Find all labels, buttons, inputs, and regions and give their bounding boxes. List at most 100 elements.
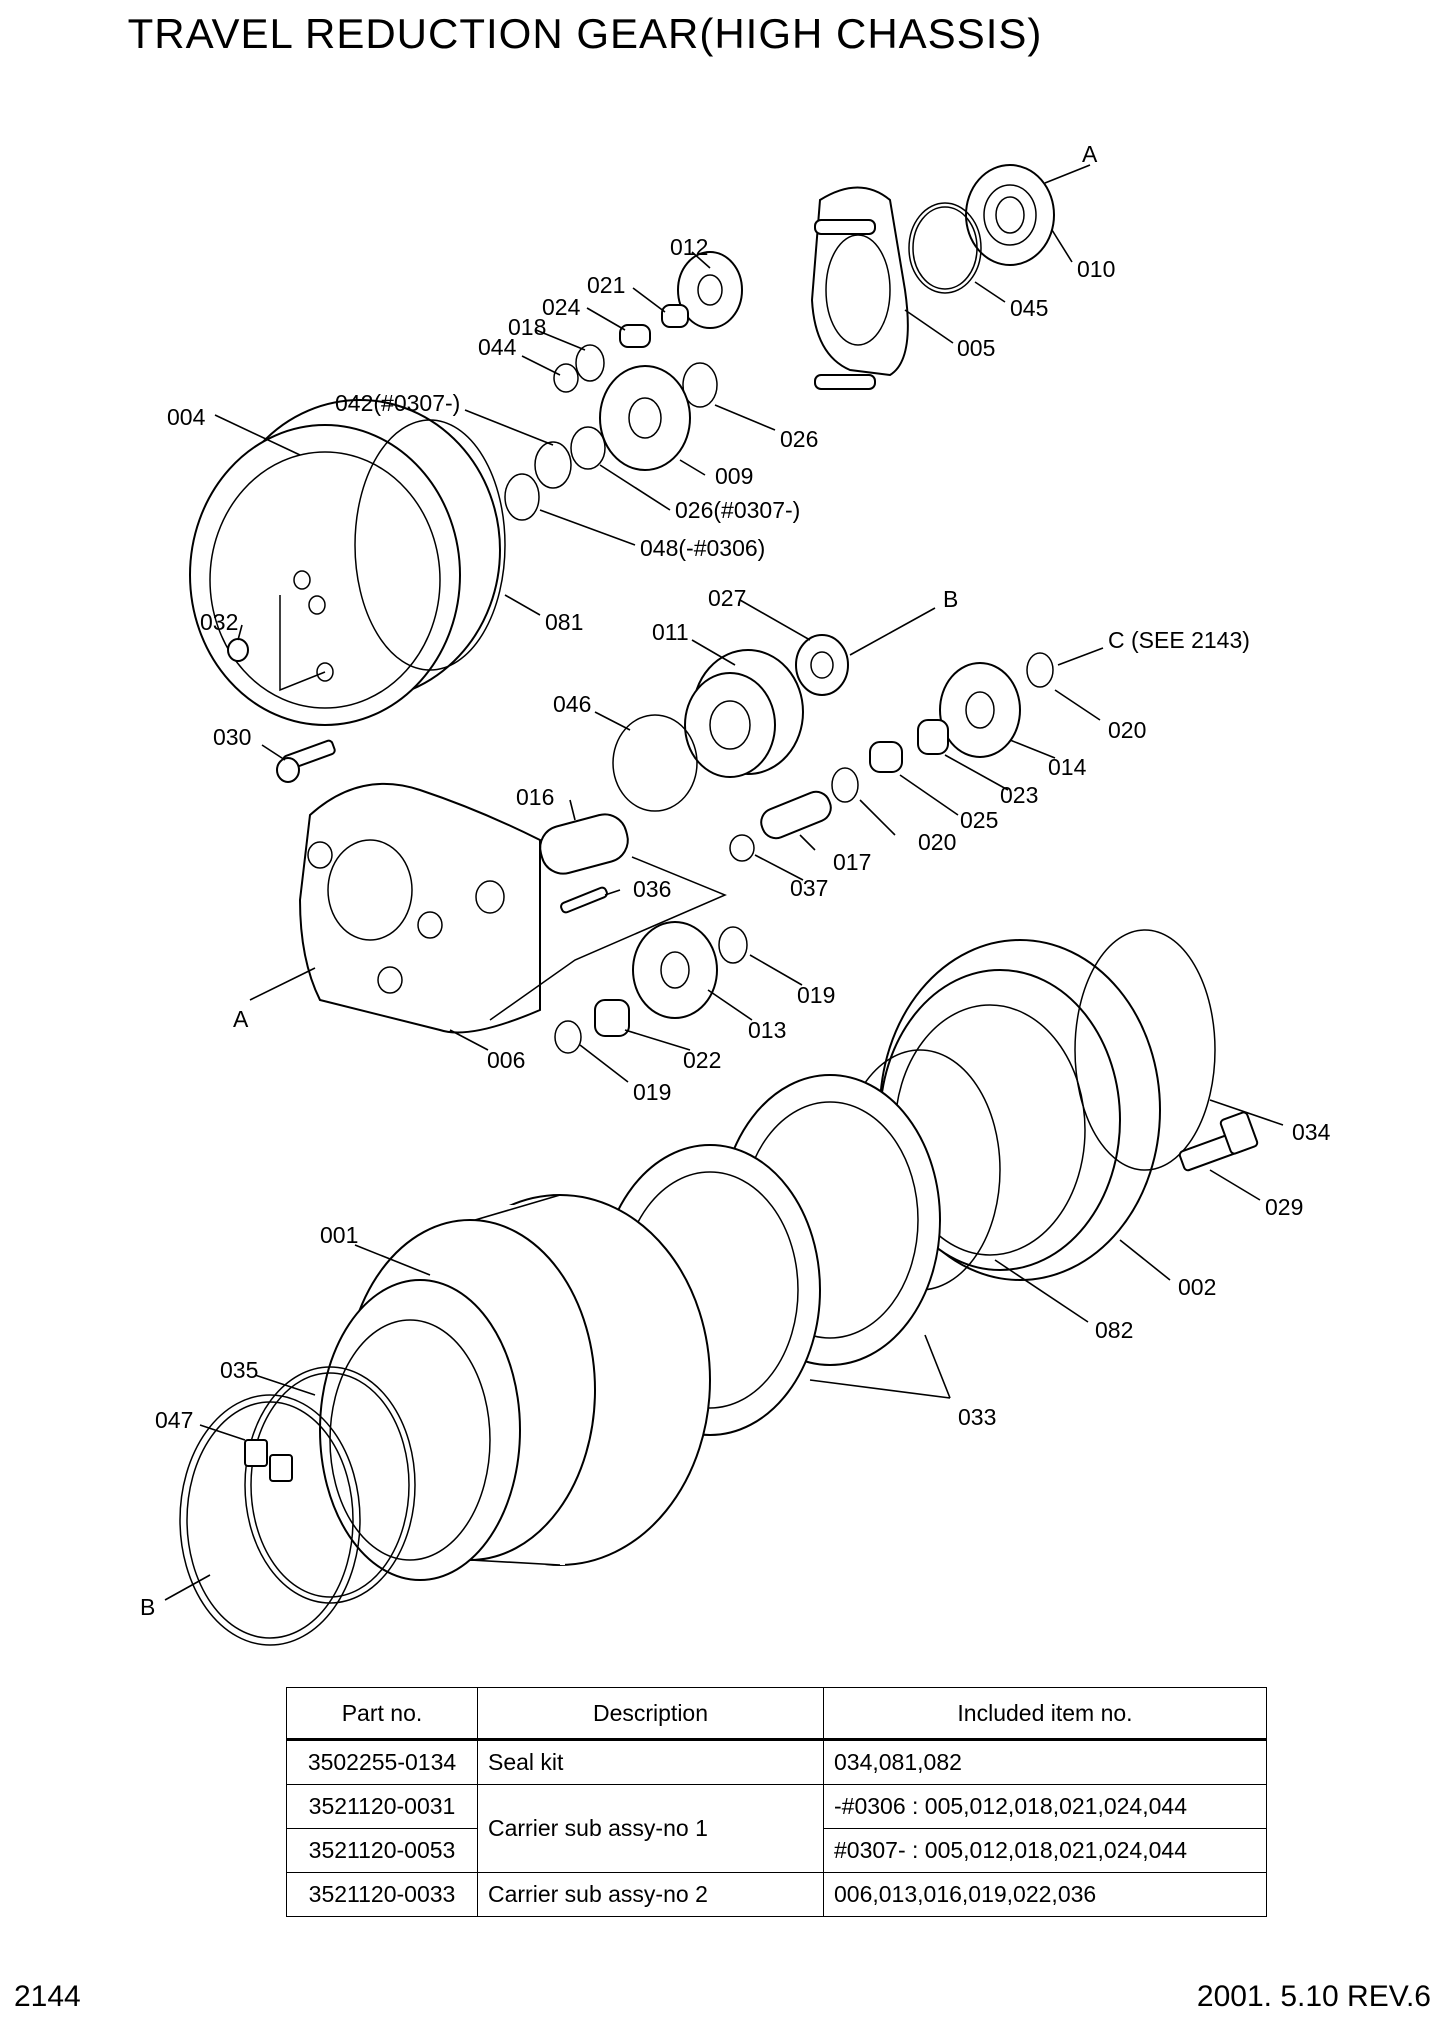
part-023-needle <box>917 719 949 755</box>
callout-032: 032 <box>200 609 238 635</box>
callout-C-see: C (SEE 2143) <box>1108 627 1250 653</box>
part-005-carrier <box>810 186 909 390</box>
part-011-gear <box>684 649 804 778</box>
cell-included-items: 006,013,016,019,022,036 <box>823 1872 1267 1917</box>
part-020-washer <box>1026 652 1054 688</box>
callout-023: 023 <box>1000 782 1038 808</box>
part-037-ring <box>729 834 755 862</box>
callout-001: 001 <box>320 1222 358 1248</box>
callout-030: 030 <box>213 724 251 750</box>
part-021-needle <box>661 304 689 328</box>
part-034-seal <box>1074 929 1216 1171</box>
callout-033: 033 <box>958 1404 996 1430</box>
part-030-bolt <box>276 739 336 783</box>
leader-lines <box>164 164 1284 1601</box>
table-row: 3502255-0134 Seal kit 034,081,082 <box>286 1739 1267 1785</box>
cell-included-items: #0307- : 005,012,018,021,024,044 <box>823 1828 1267 1873</box>
part-047-snapring <box>179 1394 361 1646</box>
callout-082: 082 <box>1095 1317 1133 1343</box>
cell-included-items: -#0306 : 005,012,018,021,024,044 <box>823 1784 1267 1829</box>
callout-035: 035 <box>220 1357 258 1383</box>
callout-037: 037 <box>790 875 828 901</box>
callout-014: 014 <box>1048 754 1087 780</box>
revision-date: 2001. 5.10 REV.6 <box>1196 1980 1431 2013</box>
part-046-ring <box>612 714 698 812</box>
cell-part-no: 3521120-0053 <box>286 1828 478 1873</box>
callout-022: 022 <box>683 1047 721 1073</box>
part-042-ring <box>534 441 572 489</box>
callout-034: 034 <box>1292 1119 1331 1145</box>
callout-044: 044 <box>478 334 517 360</box>
part-019-washer <box>718 926 748 964</box>
callout-081: 081 <box>545 609 583 635</box>
part-013-gear <box>632 921 718 1019</box>
callout-012: 012 <box>670 234 708 260</box>
part-020b-washer <box>831 767 859 803</box>
part-012-gear <box>677 251 743 329</box>
header-part-no: Part no. <box>286 1687 478 1741</box>
callout-019a: 019 <box>797 982 835 1008</box>
part-016-shaft <box>539 813 629 875</box>
callout-B-top: B <box>943 586 958 612</box>
callout-025: 025 <box>960 807 998 833</box>
callout-A-mid: A <box>233 1006 249 1032</box>
callout-004: 004 <box>167 404 206 430</box>
callout-020b: 020 <box>918 829 956 855</box>
callout-018: 018 <box>508 314 546 340</box>
part-081-oring <box>354 419 506 671</box>
callout-019b: 019 <box>633 1079 671 1105</box>
callout-010: 010 <box>1077 256 1115 282</box>
part-048-ring <box>504 473 540 521</box>
callout-045: 045 <box>1010 295 1048 321</box>
part-018-washer <box>575 344 605 382</box>
table-row: 3521120-0033 Carrier sub assy-no 2 006,0… <box>286 1872 1267 1917</box>
part-044-snapring <box>553 363 579 393</box>
part-001-hub <box>319 1194 711 1581</box>
page-title: TRAVEL REDUCTION GEAR(HIGH CHASSIS) <box>127 10 1043 57</box>
callout-036: 036 <box>633 876 671 902</box>
callout-026b: 026(#0307-) <box>675 497 800 523</box>
callout-020a: 020 <box>1108 717 1146 743</box>
callout-013: 013 <box>748 1017 786 1043</box>
cell-description: Seal kit <box>477 1739 824 1785</box>
part-026-washer <box>682 362 718 408</box>
cell-part-no: 3521120-0033 <box>286 1872 478 1917</box>
part-032-plug <box>227 638 249 662</box>
callout-011: 011 <box>652 619 689 645</box>
part-027-washer <box>795 634 849 696</box>
table-header-row: Part no. Description Included item no. <box>286 1687 1267 1741</box>
part-006-carrier <box>298 782 727 1034</box>
table-row: 3521120-0053 #0307- : 005,012,018,021,02… <box>286 1828 1267 1873</box>
callout-048: 048(-#0306) <box>640 535 765 561</box>
callout-046: 046 <box>553 691 591 717</box>
callout-B-bot: B <box>140 1594 155 1620</box>
callout-005: 005 <box>957 335 995 361</box>
cell-part-no: 3502255-0134 <box>286 1739 478 1785</box>
part-035-ring <box>244 1366 416 1604</box>
callout-017: 017 <box>833 849 871 875</box>
part-045-ring <box>908 202 982 294</box>
callout-A-top: A <box>1082 141 1098 167</box>
callout-047: 047 <box>155 1407 193 1433</box>
part-014-gear <box>939 662 1021 758</box>
part-022-needle <box>594 999 630 1037</box>
callout-labels: A 010 012 021 024 018 044 045 005 004 04… <box>140 141 1331 1620</box>
exploded-view-drawing: A 010 012 021 024 018 044 045 005 004 04… <box>140 141 1331 1646</box>
cell-description: Carrier sub assy-no 1 <box>477 1784 824 1873</box>
table-row: 3521120-0031 Carrier sub assy-no 1 -#030… <box>286 1784 1267 1873</box>
part-017-pin <box>760 790 832 840</box>
part-024-pin <box>619 324 651 348</box>
callout-009: 009 <box>715 463 753 489</box>
parts-table: Part no. Description Included item no. 3… <box>286 1687 1267 1917</box>
header-description: Description <box>477 1687 824 1741</box>
part-025-spacer <box>869 741 903 773</box>
part-004-housing <box>189 399 501 726</box>
cell-description: Carrier sub assy-no 2 <box>477 1872 824 1917</box>
part-009-gear <box>599 365 691 471</box>
part-036-pin <box>560 886 608 914</box>
part-002-flange <box>879 939 1161 1281</box>
page-number: 2144 <box>14 1980 81 2013</box>
part-010-gear <box>965 164 1055 266</box>
callout-006: 006 <box>487 1047 525 1073</box>
header-included-items: Included item no. <box>823 1687 1267 1741</box>
